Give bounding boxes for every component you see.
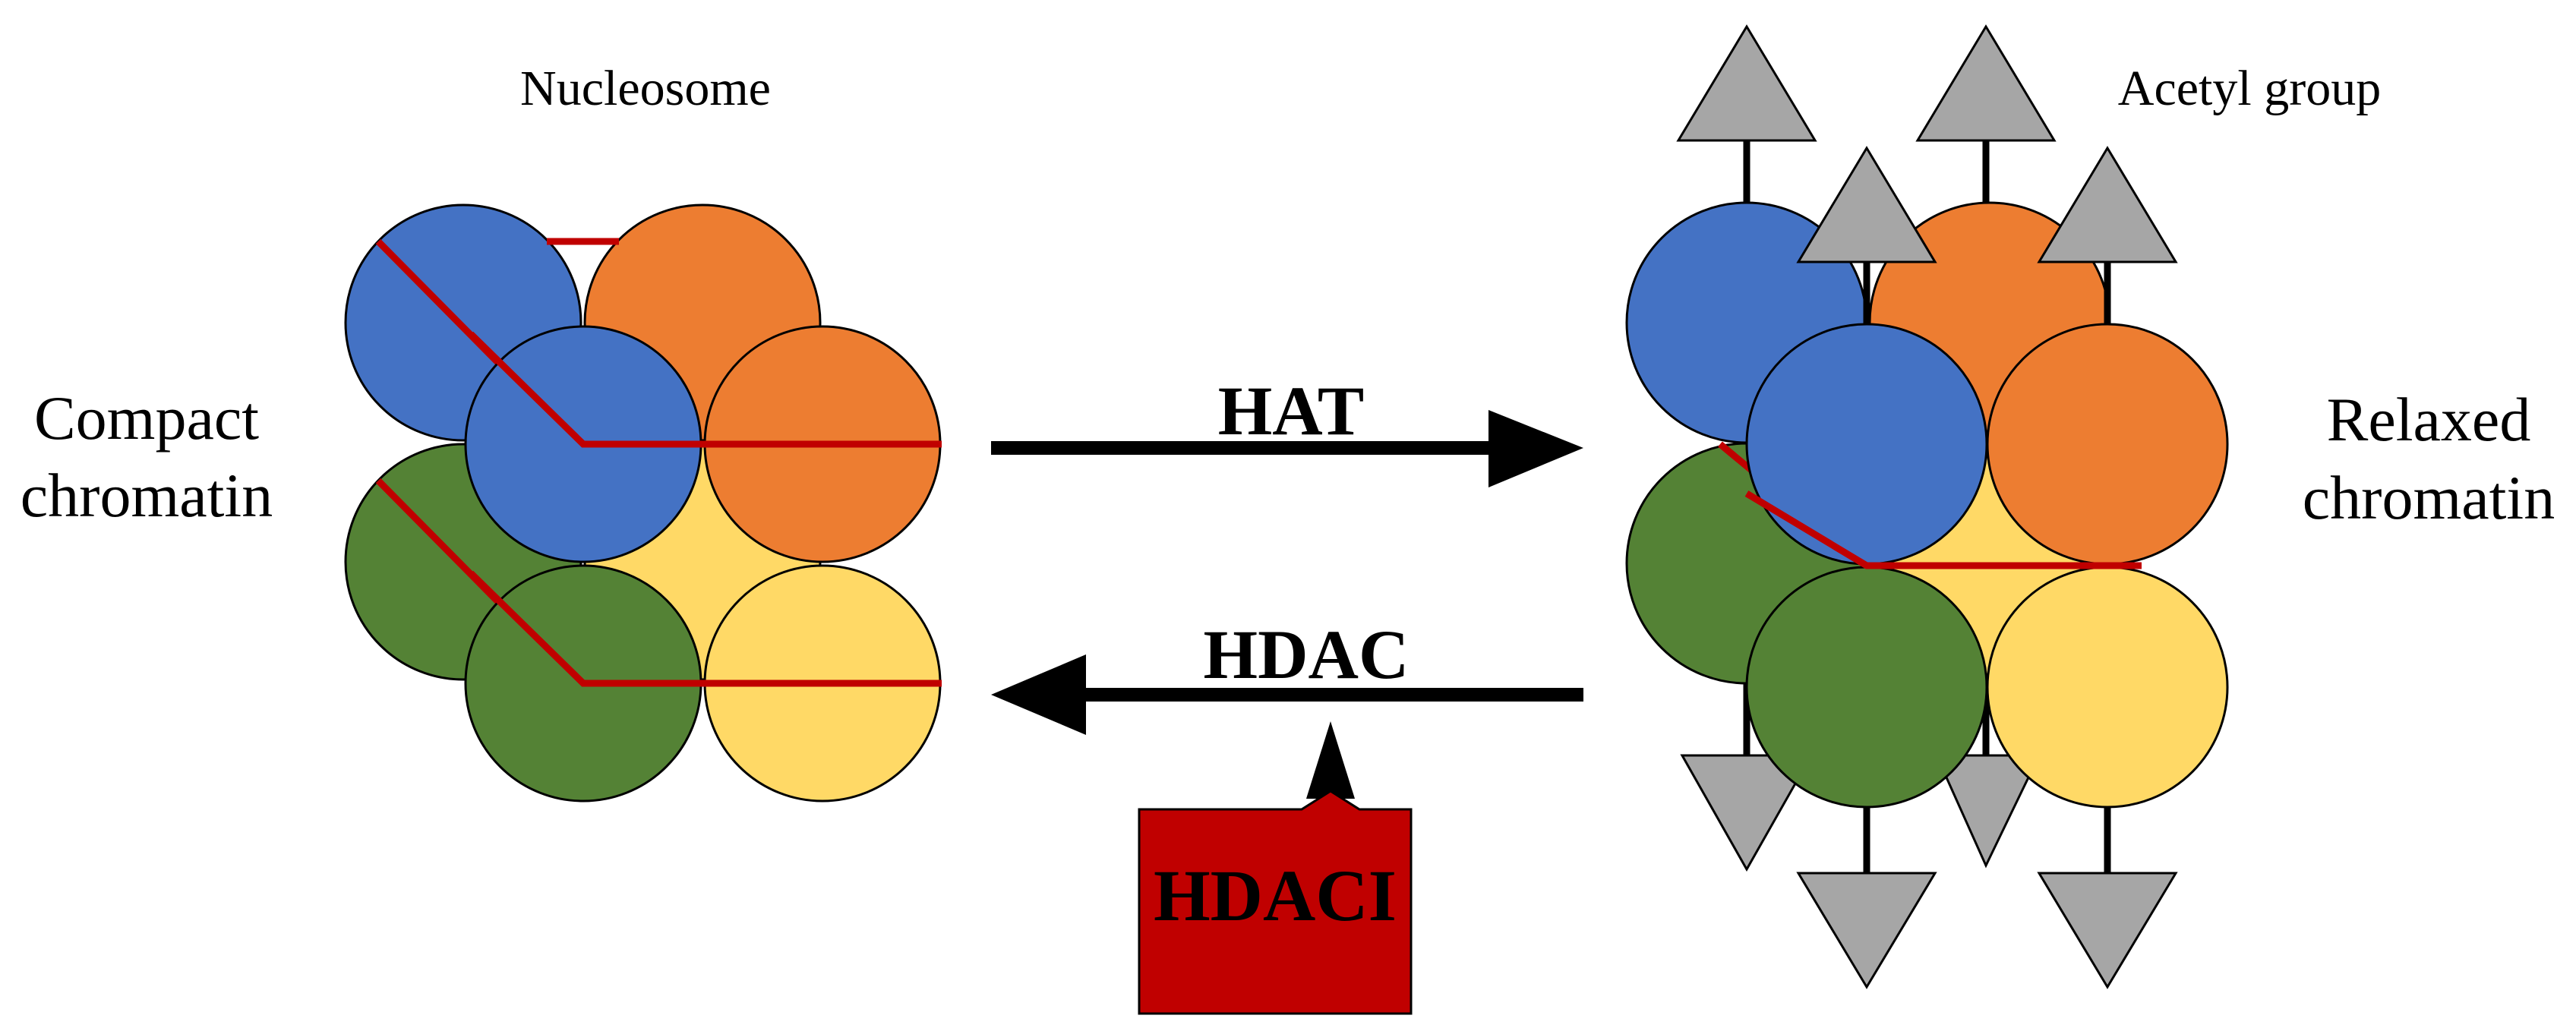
- acetyl-group-label: Acetyl group: [2118, 61, 2381, 116]
- hdaci-inhibition-arrow: [1306, 721, 1355, 799]
- compact-chromatin-label: Compact chromatin: [21, 383, 273, 530]
- hdac-arrow: HDAC: [991, 616, 1583, 735]
- hdaci-inhibitor: HDACI: [1138, 721, 1413, 1015]
- compact-label-line1: Compact: [34, 383, 259, 453]
- relaxed-label-line1: Relaxed: [2327, 385, 2531, 454]
- acetyl-group-icon: [1796, 146, 1937, 263]
- acetyl-group-icon: [1680, 754, 1814, 872]
- hat-label: HAT: [1218, 372, 1365, 449]
- relaxed-nucleosome: [1625, 24, 2229, 989]
- histone-blue-front: [1745, 323, 1988, 566]
- histone-yellow-front: [1986, 566, 2229, 809]
- dna-strand-upper-front: [468, 331, 942, 448]
- relaxed-chromatin-label: Relaxed chromatin: [2303, 385, 2555, 532]
- compact-nucleosome: [344, 203, 942, 803]
- dna-strand-lower-front: [468, 570, 942, 687]
- nucleosome-label: Nucleosome: [520, 61, 771, 116]
- hdaci-label: HDACI: [1154, 855, 1397, 936]
- acetyl-group-icon: [1915, 24, 2057, 142]
- hdaci-box: [1138, 790, 1413, 1015]
- acetyl-group-icon: [2037, 872, 2178, 989]
- hdac-arrowhead: [991, 654, 1086, 735]
- acetyl-group-icon: [2037, 146, 2178, 263]
- compact-label-line2: chromatin: [21, 461, 273, 530]
- dna-strand-relaxed-front: [1744, 490, 2142, 569]
- histone-orange-front: [1986, 323, 2229, 566]
- acetyl-group-icon: [1676, 24, 1817, 142]
- histone-green-front: [1745, 566, 1988, 809]
- hdac-label: HDAC: [1204, 616, 1410, 693]
- hat-arrow: HAT: [991, 372, 1583, 487]
- relaxed-label-line2: chromatin: [2303, 463, 2555, 532]
- acetyl-group-icon: [1796, 872, 1937, 989]
- acetyl-group-icon: [1934, 754, 2041, 869]
- hat-arrowhead: [1488, 410, 1583, 487]
